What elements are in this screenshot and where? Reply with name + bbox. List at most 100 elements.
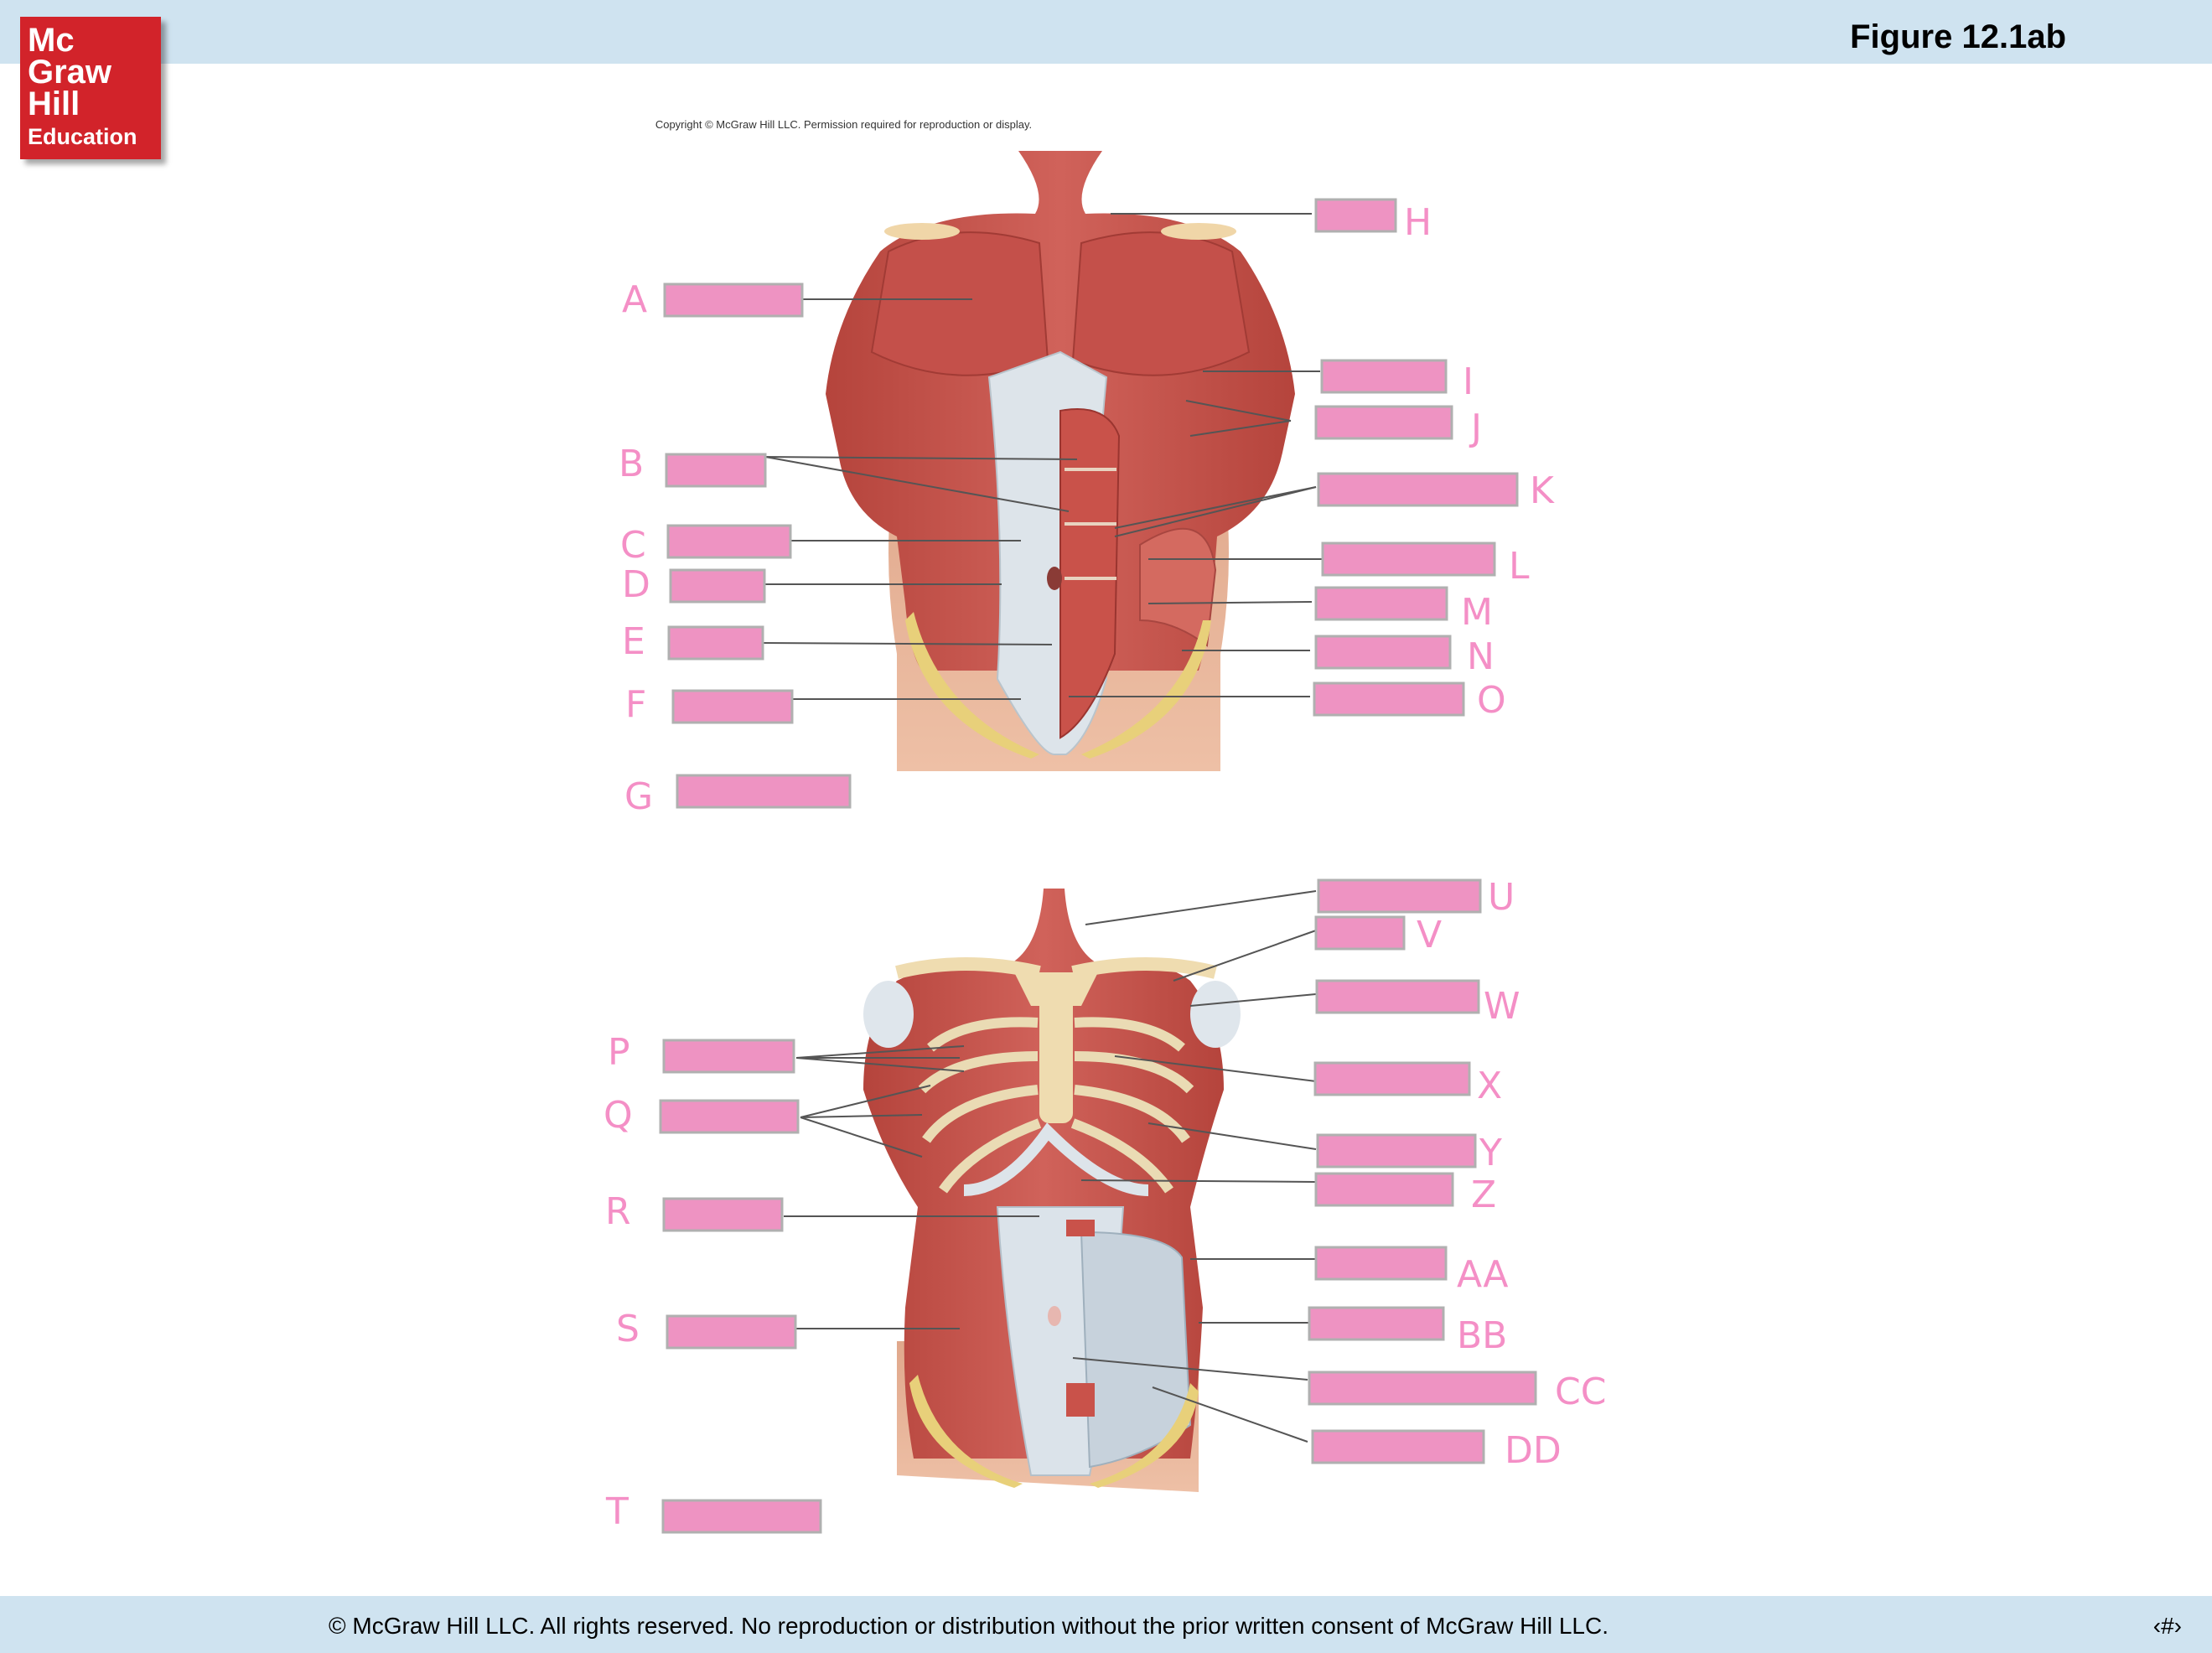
- letter-c: C: [620, 524, 646, 567]
- pectoralis-right: [1071, 231, 1251, 376]
- rectus-cut-upper: [1066, 1220, 1095, 1236]
- external-oblique-flap: [1139, 527, 1217, 647]
- letter-v: V: [1417, 914, 1442, 956]
- label-box-g[interactable]: [676, 774, 852, 809]
- label-box-p[interactable]: [662, 1039, 795, 1074]
- rib-r2: [1074, 1051, 1194, 1094]
- letter-t: T: [605, 1490, 629, 1533]
- rib-r3: [1074, 1085, 1190, 1143]
- logo-line-1: Mc: [28, 22, 75, 59]
- label-box-cc[interactable]: [1308, 1371, 1537, 1406]
- page-number: ‹#›: [2152, 1613, 2182, 1639]
- manubrium: [1014, 972, 1098, 1006]
- label-box-c[interactable]: [666, 524, 792, 559]
- logo-line-4: Education: [28, 124, 137, 149]
- label-box-aa[interactable]: [1314, 1246, 1448, 1281]
- label-box-r[interactable]: [662, 1197, 784, 1232]
- sternum: [1039, 981, 1073, 1123]
- mcgraw-hill-logo: Mc Graw Hill Education: [20, 17, 161, 159]
- letter-aa: AA: [1457, 1253, 1508, 1296]
- lower-torso-illustration: [863, 889, 1241, 1492]
- shoulder-joint-left: [863, 981, 914, 1048]
- letter-o: O: [1477, 679, 1506, 722]
- label-box-y[interactable]: [1316, 1133, 1477, 1168]
- rib-l1: [927, 1017, 1039, 1052]
- inguinal-fat-left: [905, 612, 1039, 759]
- inguinal-fat-right: [1081, 620, 1211, 759]
- letter-z: Z: [1471, 1174, 1496, 1216]
- letter-j: J: [1469, 407, 1482, 449]
- label-box-b[interactable]: [665, 453, 767, 488]
- letter-u: U: [1488, 876, 1515, 919]
- logo-line-3: Hill: [28, 86, 80, 122]
- shoulder-joint-right: [1190, 981, 1241, 1048]
- letter-r: R: [605, 1190, 631, 1233]
- label-box-m[interactable]: [1314, 586, 1448, 621]
- pectoralis-left: [870, 231, 1049, 376]
- umbilicus: [1047, 567, 1062, 590]
- letter-s: S: [616, 1308, 640, 1350]
- label-box-bb[interactable]: [1308, 1306, 1445, 1341]
- rectus-cut-lower: [1066, 1383, 1095, 1417]
- letter-a: A: [622, 278, 647, 321]
- figure-title: Figure 12.1ab: [1850, 18, 2066, 55]
- label-box-n[interactable]: [1314, 635, 1452, 670]
- letter-d: D: [622, 563, 650, 606]
- logo-line-2: Graw: [28, 54, 112, 91]
- letter-i: I: [1463, 360, 1474, 403]
- letter-q: Q: [604, 1094, 633, 1137]
- letter-y: Y: [1479, 1132, 1502, 1174]
- label-box-j[interactable]: [1314, 405, 1453, 440]
- letter-m: M: [1461, 591, 1493, 634]
- label-box-o[interactable]: [1313, 681, 1465, 717]
- label-box-e[interactable]: [667, 625, 764, 661]
- label-box-a[interactable]: [663, 282, 804, 318]
- costal-margin: [963, 1122, 1149, 1196]
- label-box-s[interactable]: [666, 1314, 797, 1350]
- clavicle-tendon-right: [1161, 223, 1236, 240]
- letter-n: N: [1467, 635, 1495, 678]
- inguinal-fat-deep-right: [1090, 1383, 1199, 1488]
- footer-copyright: © McGraw Hill LLC. All rights reserved. …: [0, 1613, 2212, 1640]
- label-box-w[interactable]: [1315, 979, 1480, 1014]
- label-box-dd[interactable]: [1311, 1429, 1485, 1464]
- label-box-t[interactable]: [661, 1499, 822, 1534]
- letter-k: K: [1530, 469, 1555, 512]
- label-box-d[interactable]: [669, 568, 766, 604]
- figure-copyright: Copyright © McGraw Hill LLC. Permission …: [0, 118, 2212, 131]
- label-box-k[interactable]: [1317, 472, 1519, 507]
- rib-l4: [939, 1118, 1042, 1194]
- letter-p: P: [608, 1031, 630, 1074]
- label-box-f[interactable]: [671, 689, 794, 724]
- label-box-v[interactable]: [1314, 915, 1406, 951]
- label-box-z[interactable]: [1314, 1172, 1454, 1207]
- letter-g: G: [624, 775, 653, 818]
- transversus-abdominis: [1080, 1231, 1192, 1469]
- clavicle-left: [895, 957, 1041, 979]
- label-box-h[interactable]: [1314, 198, 1397, 233]
- inguinal-fat-deep-left: [909, 1375, 1023, 1488]
- clavicle-tendon-left: [884, 223, 960, 240]
- upper-torso-illustration: [826, 151, 1295, 771]
- bottom-banner: [0, 1596, 2212, 1653]
- letter-x: X: [1477, 1065, 1502, 1107]
- letter-l: L: [1509, 545, 1530, 588]
- rectus-abdominis-exposed: [1059, 408, 1121, 739]
- letter-cc: CC: [1555, 1371, 1606, 1413]
- rib-l2: [918, 1051, 1039, 1094]
- figure-copyright-text: Copyright © McGraw Hill LLC. Permission …: [655, 118, 1033, 131]
- footer-copyright-text: © McGraw Hill LLC. All rights reserved. …: [329, 1613, 1608, 1639]
- label-box-l[interactable]: [1321, 542, 1496, 577]
- letter-b: B: [619, 443, 644, 485]
- umbilicus-deep: [1048, 1306, 1061, 1326]
- letter-bb: BB: [1457, 1314, 1507, 1357]
- top-banner: [0, 0, 2212, 64]
- leader-lines: [762, 213, 1322, 1443]
- label-box-x[interactable]: [1313, 1061, 1471, 1096]
- label-box-u[interactable]: [1317, 878, 1482, 914]
- rib-l3: [922, 1085, 1039, 1143]
- label-box-i[interactable]: [1320, 359, 1448, 394]
- label-box-q[interactable]: [659, 1099, 800, 1134]
- rib-r1: [1074, 1017, 1185, 1052]
